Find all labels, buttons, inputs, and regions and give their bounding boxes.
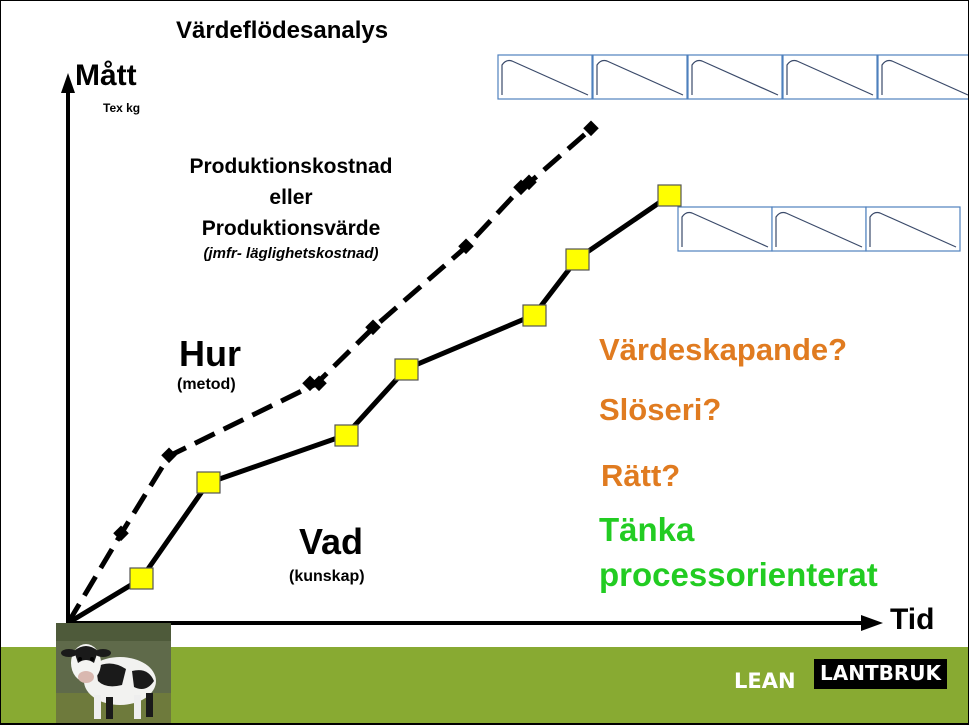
y-axis-label: Mått <box>75 59 137 92</box>
y-axis-unit: Tex kg <box>103 101 141 115</box>
cost-note: (jmfr- läglighetskostnad) <box>203 245 379 262</box>
cost-label-block: Produktionskostnad eller Produktionsvärd… <box>101 151 481 264</box>
process-line-2: processorienterat <box>599 556 878 593</box>
vad-label: Vad <box>299 521 364 562</box>
cost-line-1: Produktionskostnad <box>189 155 393 178</box>
question-value-creating: Värdeskapande? <box>599 332 848 367</box>
logo-lean-text: LEAN <box>734 669 796 693</box>
cycle-chart-icon-row-top <box>497 54 968 100</box>
cycle-chart-icon-row-right <box>677 206 961 252</box>
square-markers <box>129 184 682 590</box>
hur-label: Hur <box>179 333 241 374</box>
process-line-1: Tänka <box>599 511 695 548</box>
logo-lantbruk-text: LANTBRUK <box>814 659 947 689</box>
x-axis-arrow <box>861 615 883 631</box>
cost-line-2: eller <box>269 186 313 209</box>
cost-line-3: Produktionsvärde <box>201 217 381 240</box>
calf-photo <box>56 623 171 723</box>
question-waste: Slöseri? <box>599 392 722 427</box>
vad-sub-label: (kunskap) <box>289 568 365 585</box>
hur-sub-label: (metod) <box>177 376 236 393</box>
x-axis-label: Tid <box>890 603 935 636</box>
y-axis-arrow <box>61 73 75 93</box>
question-right: Rätt? <box>601 458 681 493</box>
diagram-title: Värdeflödesanalys <box>176 17 389 44</box>
